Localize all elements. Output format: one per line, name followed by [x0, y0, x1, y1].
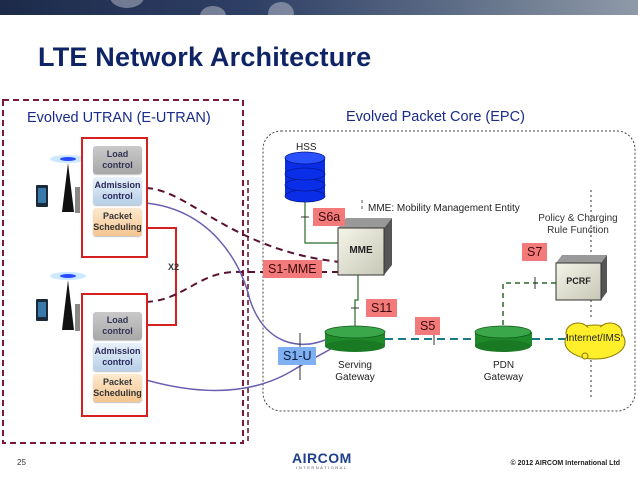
hss-label: HSS — [296, 142, 317, 153]
internet-ims-label[interactable]: Internet/IMS — [566, 333, 621, 344]
s11-tag: S11 — [366, 299, 398, 317]
mobile-phone-icon-1 — [36, 185, 48, 207]
copyright-text: © 2012 AIRCOM International Ltd — [510, 460, 620, 467]
s5-tag: S5 — [415, 317, 441, 335]
serving-gateway-label-line-1: Serving — [338, 360, 372, 371]
mme-box-icon — [337, 218, 392, 276]
slide-title: LTE Network Architecture — [38, 42, 372, 72]
pcrf-description-line-1: Policy & Charging — [538, 213, 618, 224]
enodeb-1-admission-control[interactable]: Admission control — [93, 177, 142, 205]
pcrf-description-line-2: Rule Function — [547, 225, 609, 236]
enodeb-1-packet-scheduling[interactable]: Packet Scheduling — [93, 208, 142, 236]
enodeb-2-packet-scheduling[interactable]: Packet Scheduling — [93, 374, 142, 402]
s6a-link — [304, 195, 338, 244]
cell-tower-icon-2 — [50, 272, 86, 331]
logo-main-text: AIRCOM — [292, 450, 352, 466]
pdn-gateway-label-line-2: Gateway — [483, 372, 524, 383]
enodeb-2-admission-control[interactable]: Admission control — [93, 343, 142, 371]
pcrf-label[interactable]: PCRF — [566, 276, 591, 286]
mme-label[interactable]: MME — [349, 245, 373, 256]
serving-gateway-label[interactable]: Serving Gateway — [325, 360, 385, 384]
mobile-phone-icon-2 — [36, 299, 48, 321]
s1-mme-link-1 — [145, 187, 341, 263]
logo-sub-text: INTERNATIONAL — [296, 465, 348, 470]
pdn-gateway-label[interactable]: PDN Gateway — [475, 360, 532, 384]
s11-link — [354, 275, 359, 330]
pcrf-box-icon — [555, 255, 607, 301]
enodeb-1-load-control[interactable]: Load control — [93, 146, 142, 174]
s1-u-link-2 — [145, 344, 339, 392]
s7-link — [502, 282, 556, 330]
epc-label: Evolved Packet Core (EPC) — [346, 109, 525, 125]
s1-mme-link-2 — [145, 270, 340, 303]
pdn-gateway-label-line-1: PDN — [492, 360, 515, 371]
page-number: 25 — [17, 458, 26, 467]
enodeb-2[interactable]: Load control Admission control Packet Sc… — [81, 293, 148, 417]
internet-cloud-icon — [564, 322, 626, 360]
x2-link — [146, 227, 177, 326]
serving-gateway-icon — [324, 325, 386, 352]
aircom-logo: AIRCOM INTERNATIONAL — [292, 451, 352, 470]
eutran-label: Evolved UTRAN (E-UTRAN) — [27, 110, 211, 126]
x2-interface-label: X2 — [168, 262, 180, 272]
hss-database-icon — [284, 151, 326, 203]
epc-boundary — [262, 130, 636, 412]
serving-gateway-label-line-2: Gateway — [335, 372, 375, 383]
pdn-gateway-icon — [474, 325, 532, 352]
header-banner — [0, 0, 638, 26]
s1-u-link-1 — [145, 202, 326, 346]
s1-mme-tag: S1-MME — [263, 260, 322, 278]
pcrf-description: Policy & Charging Rule Function — [528, 213, 628, 237]
enodeb-2-load-control[interactable]: Load control — [93, 312, 142, 340]
cell-tower-icon-1 — [50, 155, 86, 213]
enodeb-1[interactable]: Load control Admission control Packet Sc… — [81, 137, 148, 258]
s6a-tag: S6a — [313, 208, 346, 226]
s7-tag: S7 — [522, 243, 548, 261]
mme-description: MME: Mobility Management Entity — [368, 203, 520, 214]
s1-u-tag: S1-U — [278, 347, 317, 365]
